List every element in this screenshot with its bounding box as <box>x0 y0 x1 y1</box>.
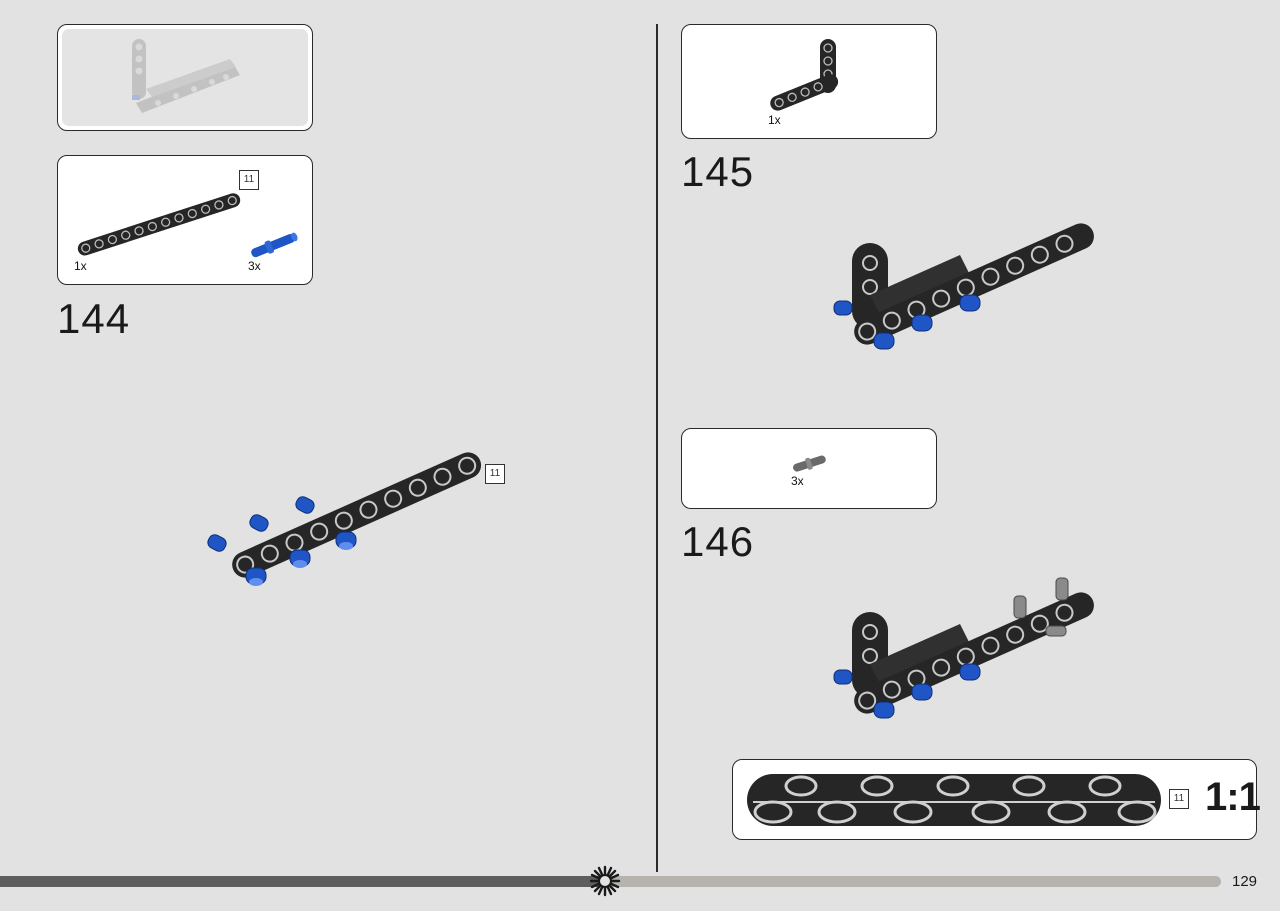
step-144-assembly-image <box>207 452 482 586</box>
model-beam-length-tag: 11 <box>485 464 505 484</box>
step-number-145: 145 <box>681 148 755 195</box>
black-beam-icon <box>77 193 241 256</box>
step-146-assembly-image <box>833 577 1094 719</box>
beam-length-tag: 11 <box>239 170 259 190</box>
scale-label: 1:1 <box>1205 775 1261 819</box>
blue-pin-icon <box>251 232 298 258</box>
progress-marker-icon <box>589 865 621 897</box>
part-qty-gray-pin: 3x <box>791 474 804 488</box>
page-divider <box>656 24 658 872</box>
submodel-reference-image <box>132 39 240 113</box>
page-number: 129 <box>1232 873 1258 890</box>
parts-callout-step-144: 11 1x 3x <box>57 155 313 285</box>
scale-length-tag: 11 <box>1169 789 1189 809</box>
progress-bar-remaining <box>604 876 1221 887</box>
gray-pin-icon <box>793 455 826 472</box>
step-number-144: 144 <box>57 295 131 342</box>
progress-bar-completed <box>0 876 604 887</box>
part-qty-l-beam: 1x <box>768 113 781 127</box>
black-l-beam-icon <box>770 39 839 111</box>
beam-1-to-1-image <box>747 774 1161 826</box>
part-qty-beam: 1x <box>74 259 87 273</box>
scale-panel: 11 <box>732 759 1257 840</box>
parts-callout-step-146: 3x <box>681 428 937 509</box>
step-145-assembly-image <box>833 223 1094 350</box>
parts-callout-step-145: 1x <box>681 24 937 139</box>
submodel-reference-box <box>57 24 313 131</box>
step-number-146: 146 <box>681 518 755 565</box>
part-qty-pin: 3x <box>248 259 261 273</box>
